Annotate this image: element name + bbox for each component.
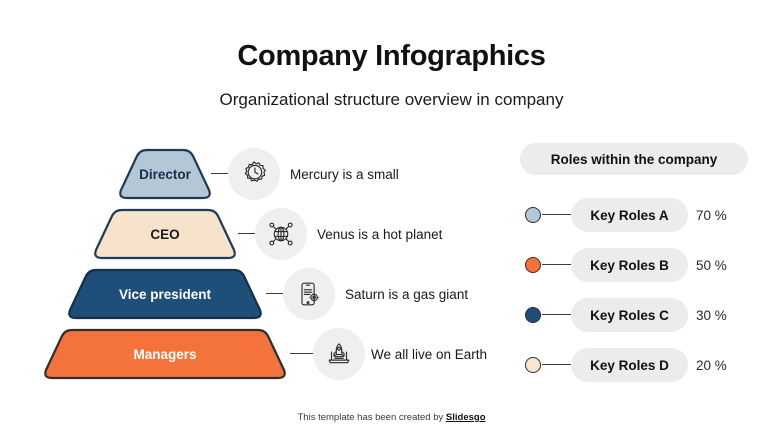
role-percent-b: 50 % bbox=[696, 257, 727, 273]
trapezoid-director[interactable]: Director bbox=[117, 148, 213, 200]
description-managers: We all live on Earth bbox=[371, 346, 488, 362]
mobile-settings-icon bbox=[283, 268, 335, 320]
trapezoid-shape-icon bbox=[68, 268, 262, 320]
role-row-a[interactable]: Key Roles A 70 % bbox=[515, 198, 765, 232]
roles-panel-header: Roles within the company bbox=[520, 143, 748, 175]
globe-network-icon-glyph bbox=[269, 222, 293, 246]
trapezoid-ceo[interactable]: CEO bbox=[90, 208, 240, 260]
pyramid-level-vice-president: Vice president Saturn is a gas giant bbox=[0, 268, 468, 320]
role-percent-c: 30 % bbox=[696, 307, 727, 323]
connector-line-managers bbox=[290, 353, 313, 355]
connector-line-director bbox=[211, 173, 233, 175]
laptop-rocket-icon bbox=[313, 328, 365, 380]
gear-clock-icon bbox=[228, 148, 280, 200]
description-vice-president: Saturn is a gas giant bbox=[345, 286, 469, 302]
trapezoid-managers[interactable]: Managers bbox=[38, 328, 292, 380]
organizational-pyramid: Director Mercury is a small CEO bbox=[0, 140, 487, 390]
footer-brand-link[interactable]: Slidesgo bbox=[445, 412, 486, 423]
role-connector-d bbox=[542, 364, 571, 366]
role-connector-c bbox=[542, 314, 571, 316]
role-row-b[interactable]: Key Roles B 50 % bbox=[515, 248, 765, 282]
laptop-rocket-icon-glyph bbox=[328, 343, 350, 364]
role-dot-d bbox=[525, 357, 541, 373]
role-dot-a bbox=[525, 207, 541, 223]
page-subtitle: Organizational structure overview in com… bbox=[219, 90, 564, 109]
trapezoid-shape-icon bbox=[119, 148, 211, 200]
role-row-c[interactable]: Key Roles C 30 % bbox=[515, 298, 765, 332]
globe-network-icon bbox=[255, 208, 307, 260]
role-connector-a bbox=[542, 214, 571, 216]
pyramid-level-managers: Managers We all live on Earth bbox=[0, 328, 487, 380]
page-title: Company Infographics bbox=[237, 40, 546, 72]
description-ceo: Venus is a hot planet bbox=[317, 226, 443, 242]
pyramid-level-ceo: CEO Venus is a hot planet bbox=[0, 208, 442, 260]
footer-credit: This template has been created by Slides… bbox=[0, 412, 783, 423]
role-dot-b bbox=[525, 257, 541, 273]
footer-prefix: This template has been created by bbox=[297, 412, 446, 423]
trapezoid-vice-president[interactable]: Vice president bbox=[62, 268, 268, 320]
role-label-a[interactable]: Key Roles A bbox=[571, 198, 688, 232]
role-label-c[interactable]: Key Roles C bbox=[571, 298, 688, 332]
roles-panel: Roles within the company Key Roles A 70 … bbox=[515, 140, 765, 390]
mobile-settings-icon-glyph bbox=[301, 282, 319, 306]
role-percent-a: 70 % bbox=[696, 207, 727, 223]
role-label-b[interactable]: Key Roles B bbox=[571, 248, 688, 282]
connector-line-vice-president bbox=[266, 293, 288, 295]
description-director: Mercury is a small bbox=[290, 166, 399, 182]
trapezoid-shape-icon bbox=[44, 328, 286, 380]
trapezoid-shape-icon bbox=[94, 208, 236, 260]
role-label-d[interactable]: Key Roles D bbox=[571, 348, 688, 382]
pyramid-level-director: Director Mercury is a small bbox=[0, 148, 399, 200]
role-row-d[interactable]: Key Roles D 20 % bbox=[515, 348, 765, 382]
role-percent-d: 20 % bbox=[696, 357, 727, 373]
role-connector-b bbox=[542, 264, 571, 266]
role-dot-c bbox=[525, 307, 541, 323]
connector-line-ceo bbox=[238, 233, 260, 235]
gear-clock-icon-glyph bbox=[244, 161, 266, 182]
